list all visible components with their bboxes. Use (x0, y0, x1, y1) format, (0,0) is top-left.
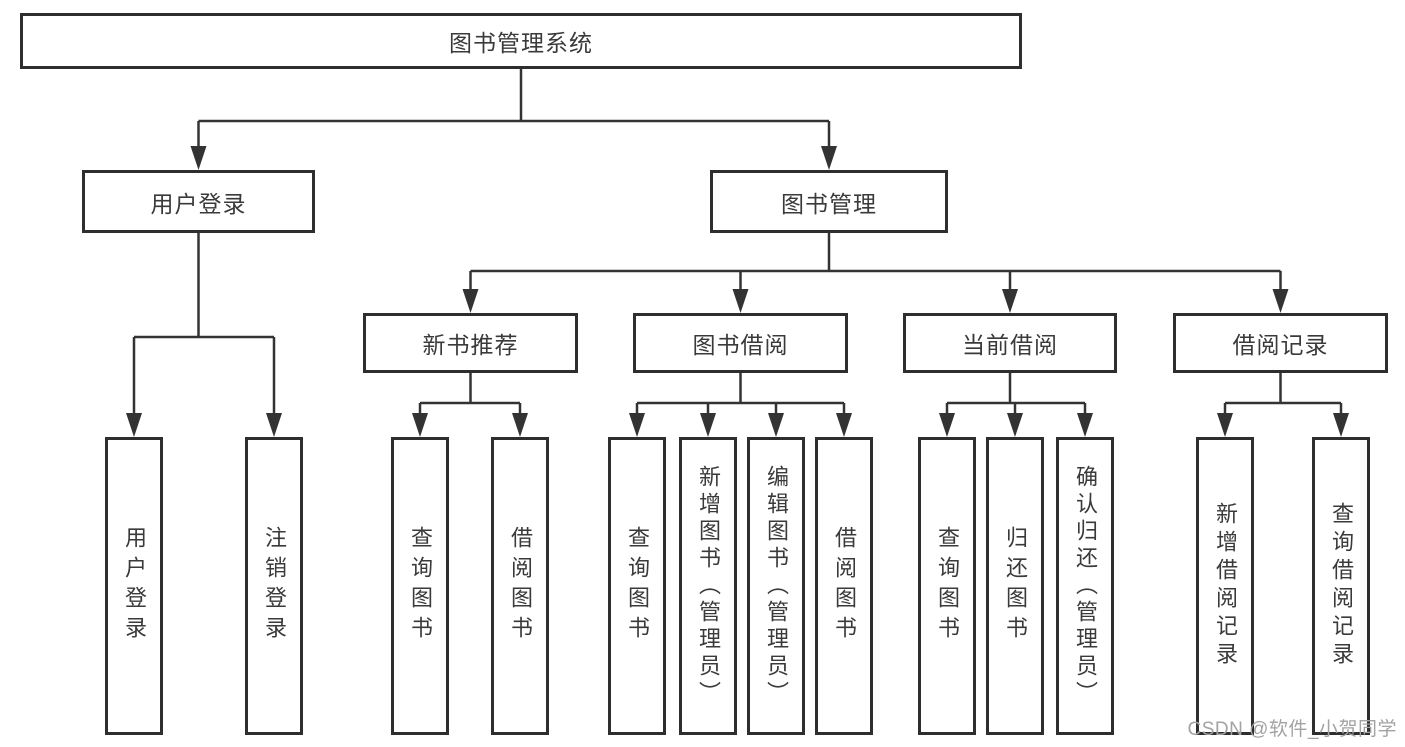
arrowhead-icon (512, 413, 528, 437)
leaf-logout: 注销登录 (245, 437, 303, 735)
node-book-borrow: 图书借阅 (633, 313, 848, 373)
leaf-cb-return-book-label: 归还图书 (1003, 526, 1028, 646)
arrowhead-icon (1217, 413, 1233, 437)
leaf-user-login-label: 用户登录 (122, 526, 147, 646)
arrowhead-icon (1272, 289, 1289, 313)
node-book-management-label: 图书管理 (781, 190, 877, 217)
leaf-bb-add-book: 新增图书（管理员） (679, 437, 737, 735)
leaf-cb-query-book: 查询图书 (918, 437, 976, 735)
node-user-login-label: 用户登录 (150, 190, 247, 217)
leaf-bb-edit-book-label: 编辑图书（管理员） (764, 464, 789, 708)
node-root: 图书管理系统 (20, 13, 1022, 69)
node-borrow-records-label: 借阅记录 (1232, 332, 1329, 358)
leaf-bb-query-book-label: 查询图书 (625, 526, 650, 646)
leaf-cb-query-book-label: 查询图书 (935, 526, 960, 646)
leaf-cb-confirm-return-label: 确认归还（管理员） (1073, 464, 1098, 708)
leaf-bb-add-book-label: 新增图书（管理员） (696, 464, 721, 708)
arrowhead-icon (1002, 289, 1018, 313)
connector-path (132, 69, 1343, 420)
node-new-book-recommend-label: 新书推荐 (422, 332, 519, 358)
arrowhead-icon (190, 146, 207, 170)
arrowhead-icon (836, 413, 852, 437)
node-book-management: 图书管理 (710, 170, 948, 233)
leaf-nbr-borrow-book-label: 借阅图书 (508, 526, 533, 646)
leaf-bb-borrow-book-label: 借阅图书 (832, 526, 857, 646)
node-borrow-records: 借阅记录 (1173, 313, 1388, 373)
leaf-nbr-query-book: 查询图书 (391, 437, 449, 735)
node-user-login: 用户登录 (82, 170, 315, 233)
leaf-br-query-record: 查询借阅记录 (1312, 437, 1370, 735)
leaf-br-add-record: 新增借阅记录 (1196, 437, 1254, 735)
leaf-nbr-query-book-label: 查询图书 (408, 526, 433, 646)
leaf-nbr-borrow-book: 借阅图书 (491, 437, 549, 735)
arrowhead-icon (1333, 413, 1349, 437)
node-current-borrow-label: 当前借阅 (962, 332, 1058, 358)
node-new-book-recommend: 新书推荐 (363, 313, 578, 373)
leaf-bb-edit-book: 编辑图书（管理员） (747, 437, 805, 735)
arrowhead-icon (266, 413, 282, 437)
node-current-borrow: 当前借阅 (903, 313, 1117, 373)
node-root-label: 图书管理系统 (449, 30, 593, 56)
arrowhead-icon (732, 289, 749, 313)
arrowhead-icon (700, 413, 716, 437)
leaf-br-add-record-label: 新增借阅记录 (1213, 502, 1238, 670)
leaf-cb-return-book: 归还图书 (986, 437, 1044, 735)
leaf-logout-label: 注销登录 (262, 526, 287, 646)
leaf-bb-borrow-book: 借阅图书 (815, 437, 873, 735)
arrowhead-icon (1007, 413, 1023, 437)
leaf-user-login: 用户登录 (105, 437, 163, 735)
arrowhead-icon (126, 413, 142, 437)
arrowhead-icon (821, 146, 837, 170)
arrowhead-icon (462, 289, 479, 313)
leaf-bb-query-book: 查询图书 (608, 437, 666, 735)
watermark: CSDN @软件_小贺同学 (1187, 719, 1397, 740)
leaf-cb-confirm-return: 确认归还（管理员） (1056, 437, 1114, 735)
arrowhead-icon (768, 413, 784, 437)
arrowhead-icon (629, 413, 645, 437)
leaf-br-query-record-label: 查询借阅记录 (1329, 502, 1354, 670)
node-book-borrow-label: 图书借阅 (692, 332, 789, 358)
arrowhead-icon (412, 413, 428, 437)
arrowhead-icon (1077, 413, 1093, 437)
arrowhead-icons (126, 146, 1349, 437)
arrowhead-icon (939, 413, 955, 437)
